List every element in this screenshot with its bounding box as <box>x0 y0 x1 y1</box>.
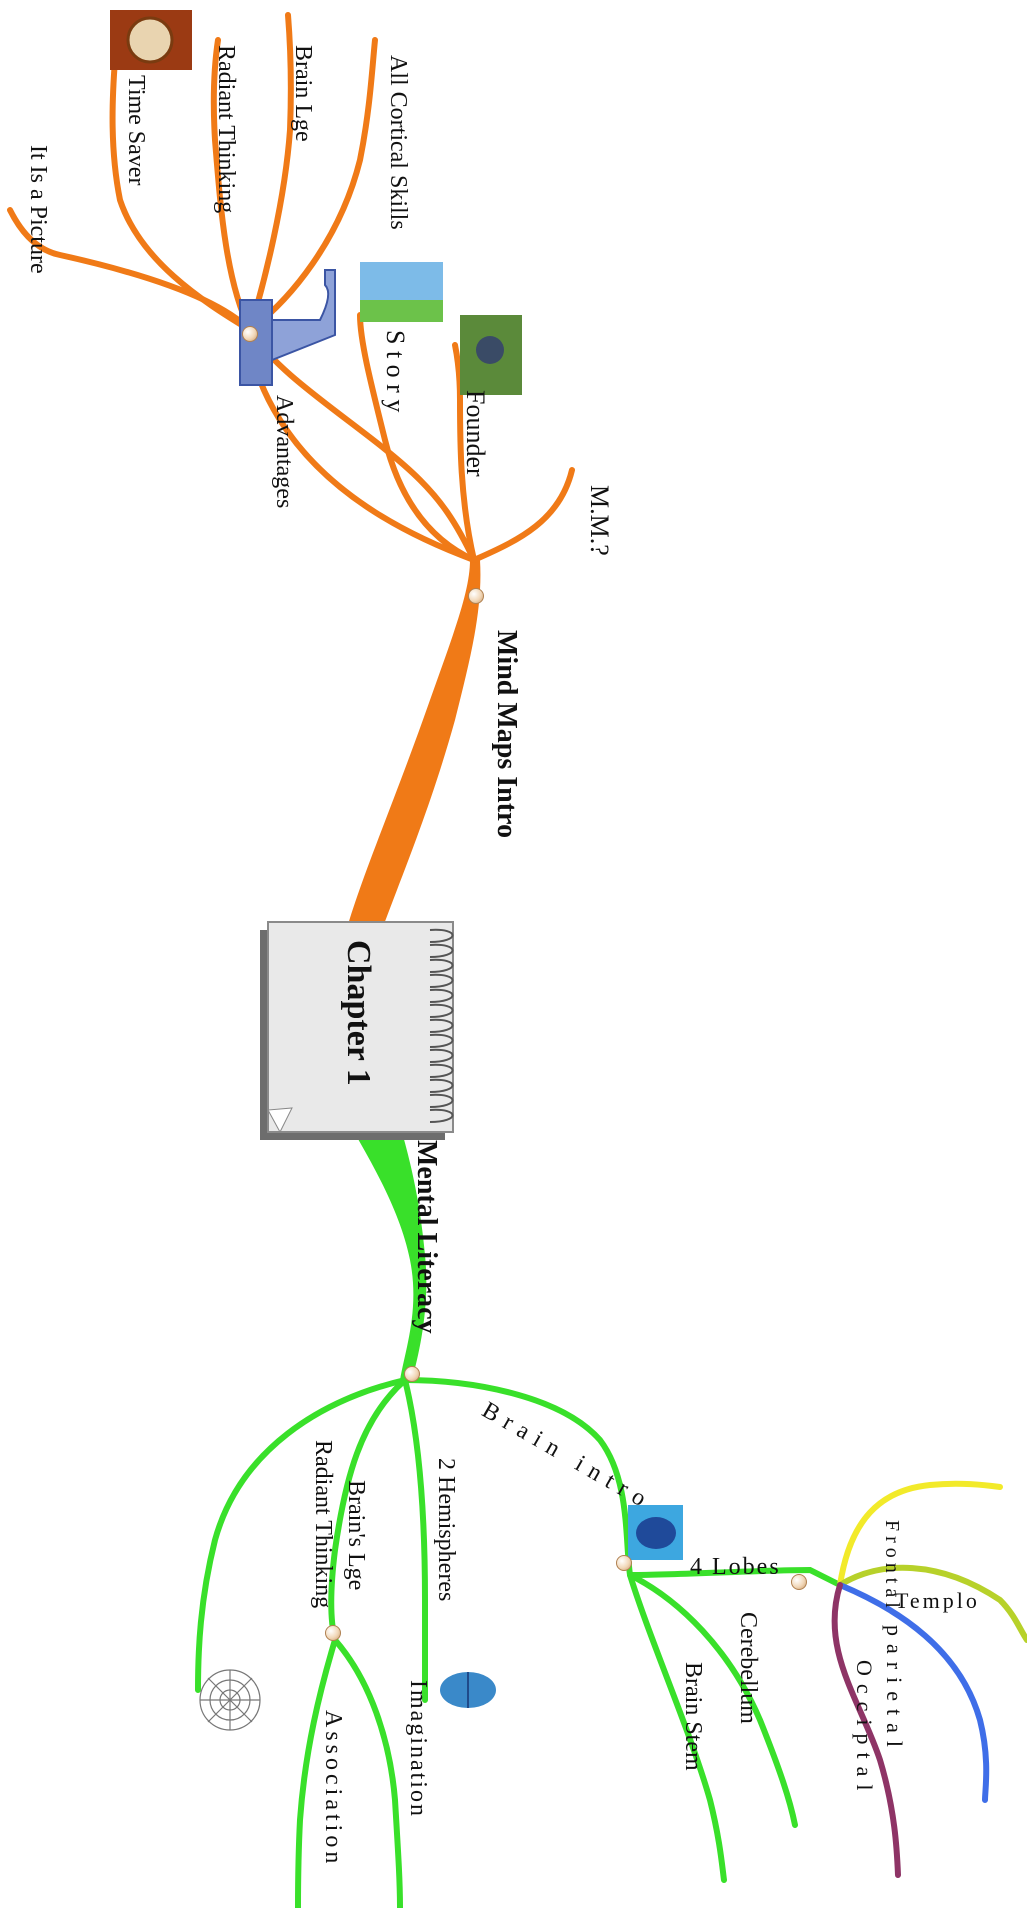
mm-label[interactable]: M.M.? <box>585 485 614 556</box>
brain-icon-intro <box>628 1505 683 1560</box>
node-brains-lge <box>325 1625 341 1641</box>
radiant-branch-orange <box>210 37 253 333</box>
central-notebook[interactable] <box>260 921 454 1140</box>
adv-item-time-saver[interactable]: Time Saver <box>123 75 149 186</box>
occiptal-branch[interactable] <box>831 1582 901 1878</box>
parietal-label[interactable]: parietal <box>882 1625 907 1755</box>
four-lobes-branch[interactable] <box>627 1566 843 1588</box>
occiptal-label[interactable]: Occiptal <box>852 1660 877 1799</box>
frontal-branch[interactable] <box>837 1480 1003 1588</box>
mental-literacy-label[interactable]: Mental Literacy <box>411 1140 442 1334</box>
radiant-thinking-label[interactable]: Radiant Thinking <box>310 1440 336 1609</box>
hemispheres-label[interactable]: 2 Hemispheres <box>433 1458 459 1602</box>
imagination-branch <box>332 1637 403 1908</box>
node-brain-intro <box>616 1555 632 1571</box>
advantages-label[interactable]: Advantages <box>271 395 297 509</box>
imagination-label[interactable]: Imagination <box>405 1680 431 1818</box>
hemispheres-branch[interactable] <box>402 1377 429 1703</box>
orange-trunk-upper <box>247 327 477 563</box>
mind-maps-intro-branch[interactable] <box>345 560 481 935</box>
brain-stem-branch[interactable] <box>627 1572 727 1883</box>
brain-intro-branch[interactable] <box>402 1377 633 1578</box>
association-label[interactable]: Association <box>320 1710 346 1868</box>
mental-literacy-branch[interactable] <box>350 1125 427 1380</box>
spider-web-icon <box>199 1669 261 1731</box>
cerebellum-label[interactable]: Cerebellum <box>735 1612 761 1724</box>
cortical-branch <box>247 37 378 333</box>
templo-label[interactable]: Templo <box>895 1588 980 1613</box>
adv-item-radiant[interactable]: Radiant Thinking <box>213 45 239 214</box>
cerebellum-branch[interactable] <box>627 1572 798 1828</box>
adv-item-brain-lge[interactable]: Brain Lge <box>290 45 316 142</box>
node-mental-literacy <box>404 1366 420 1382</box>
brains-lge-label[interactable]: Brain's Lge <box>343 1480 369 1591</box>
four-lobes-label[interactable]: 4 Lobes <box>690 1554 781 1580</box>
time-saver-branch <box>109 57 253 333</box>
brain-lge-branch <box>247 12 294 333</box>
radiant-branch-green[interactable] <box>195 1377 408 1693</box>
brains-lge-branch[interactable] <box>328 1377 408 1643</box>
brain-stem-label[interactable]: Brain Stem <box>680 1662 706 1771</box>
adv-item-cortical[interactable]: All Cortical Skills <box>385 55 411 230</box>
mm-branch[interactable] <box>471 467 575 563</box>
adv-item-picture[interactable]: It Is a Picture <box>25 145 51 274</box>
node-four-lobes <box>791 1574 807 1590</box>
node-mind-maps <box>468 588 484 604</box>
mind-maps-intro-label[interactable]: Mind Maps Intro <box>491 630 522 838</box>
story-label[interactable]: S t o r y <box>381 330 410 413</box>
node-advantages <box>242 326 258 342</box>
templo-branch[interactable] <box>837 1564 1027 1643</box>
thumbs-up-icon <box>239 269 336 386</box>
founder-branch[interactable] <box>452 342 477 563</box>
brain-icon-hemispheres <box>440 1672 496 1708</box>
story-branch[interactable] <box>357 312 477 563</box>
founder-label[interactable]: Founder <box>461 390 490 477</box>
association-branch <box>295 1637 338 1908</box>
parietal-branch[interactable] <box>837 1582 990 1803</box>
central-title[interactable]: Chapter 1 <box>340 940 377 1086</box>
